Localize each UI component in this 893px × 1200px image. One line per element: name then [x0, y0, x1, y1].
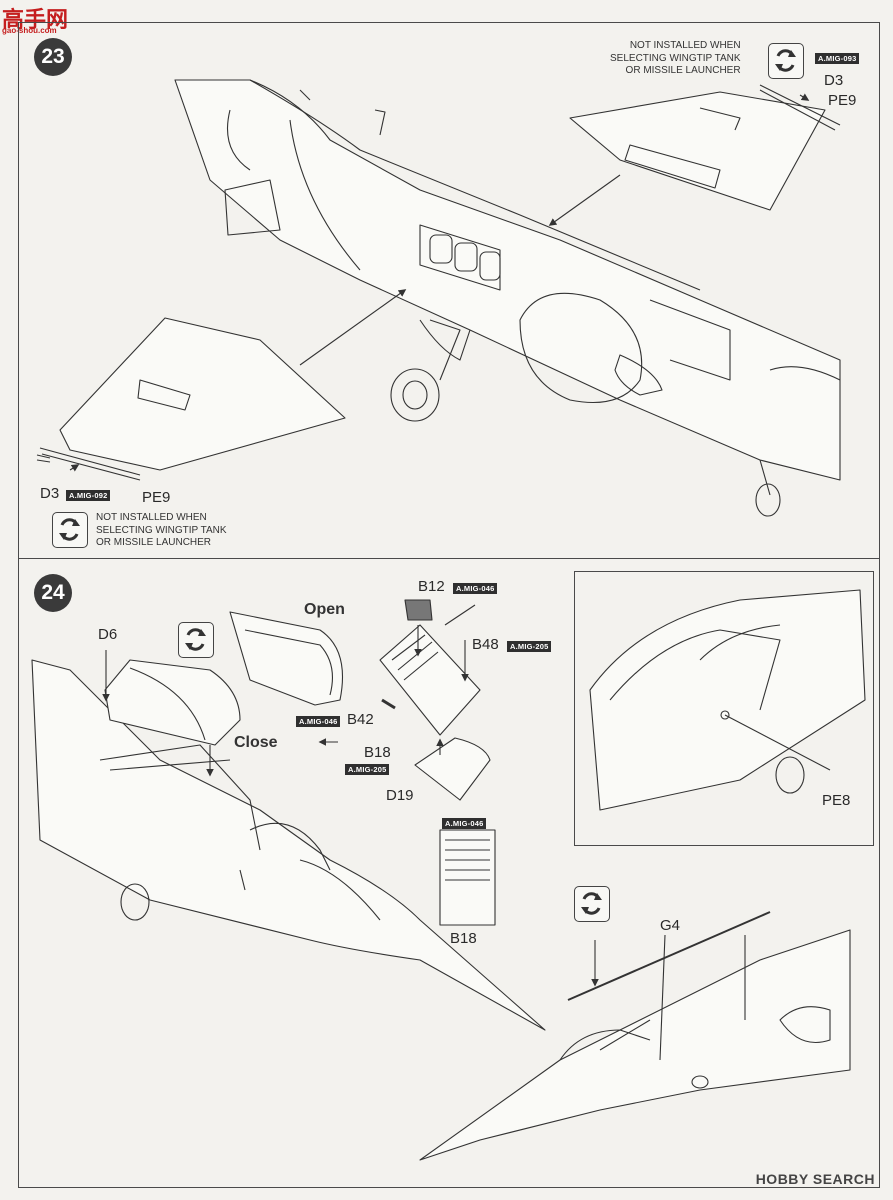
paint-code-badge-top: A.MIG-093 — [815, 53, 860, 64]
site-logo: 高手网 gao-shou.com — [2, 2, 69, 35]
paint-code-badge-bottom: A.MIG-092 — [66, 490, 111, 501]
part-label-b48: B48 — [472, 636, 499, 653]
note-not-installed-top: NOT INSTALLED WHEN SELECTING WINGTIP TAN… — [610, 40, 741, 78]
note-bottom-line-1: NOT INSTALLED WHEN — [96, 512, 207, 523]
part-label-b18: B18 — [364, 744, 391, 761]
part-label-b42: B42 — [347, 711, 374, 728]
step-number-23: 23 — [34, 38, 72, 76]
step24-fuselage-drawing — [31, 659, 546, 1031]
rotate-icon-bottom — [52, 512, 88, 548]
step-divider — [18, 558, 880, 559]
note-top-line-2: SELECTING WINGTIP TANK — [610, 52, 741, 64]
canopy-open-label: Open — [304, 601, 345, 618]
step23-wing-arrow-top — [548, 174, 621, 226]
part-label-d3-top: D3 — [824, 72, 844, 89]
step-number-24: 24 — [34, 574, 72, 612]
note-not-installed-bottom: NOT INSTALLED WHEN SELECTING WINGTIP TAN… — [96, 512, 227, 550]
paint-code-badge-seat: A.MIG-046 — [442, 818, 487, 829]
step23-right-wing-drawing — [569, 84, 841, 211]
step24-lower-aircraft-drawing — [419, 911, 851, 1161]
step23-left-wing-drawing — [39, 317, 346, 481]
detail-inset-frame — [574, 571, 874, 846]
note-top-line-1: NOT INSTALLED WHEN — [629, 40, 741, 51]
site-logo-url: gao-shou.com — [2, 26, 57, 35]
paint-code-badge-b48: A.MIG-205 — [507, 641, 552, 652]
part-label-d3-bottom: D3 — [40, 485, 60, 502]
detail-inset-drawing — [589, 589, 866, 811]
paint-code-badge-b12: A.MIG-046 — [453, 583, 498, 594]
paint-code-badge-b18: A.MIG-205 — [345, 764, 390, 775]
canopy-close-label: Close — [234, 734, 278, 751]
step23-fuselage-drawing — [174, 79, 841, 517]
site-logo-text: 高手网 — [2, 8, 69, 33]
part-label-pe8: PE8 — [822, 792, 851, 809]
rotate-icon-top — [768, 43, 804, 79]
note-bottom-line-3: OR MISSILE LAUNCHER — [96, 537, 212, 548]
step24-canopy-open-drawing — [229, 611, 343, 706]
step24-seat-drawing — [379, 599, 496, 926]
step24-canopy-drawing — [104, 659, 241, 746]
rotate-icon-canopy — [178, 622, 214, 658]
part-label-b18-seat: B18 — [450, 930, 477, 947]
note-top-line-3: OR MISSILE LAUNCHER — [625, 65, 741, 76]
part-label-g4: G4 — [660, 917, 681, 934]
paint-code-badge-b42: A.MIG-046 — [296, 716, 341, 727]
part-label-pe9-top: PE9 — [828, 92, 857, 109]
part-label-pe9-bottom: PE9 — [142, 489, 171, 506]
note-bottom-line-2: SELECTING WINGTIP TANK — [96, 524, 227, 536]
step23-wing-arrow-bottom — [299, 289, 407, 366]
part-label-d19: D19 — [386, 787, 414, 804]
rotate-icon-pitot — [574, 886, 610, 922]
part-label-d6: D6 — [98, 626, 118, 643]
part-label-b12: B12 — [418, 578, 445, 595]
instruction-frame — [18, 22, 880, 1188]
hobby-search-watermark: HOBBY SEARCH — [755, 1171, 875, 1187]
